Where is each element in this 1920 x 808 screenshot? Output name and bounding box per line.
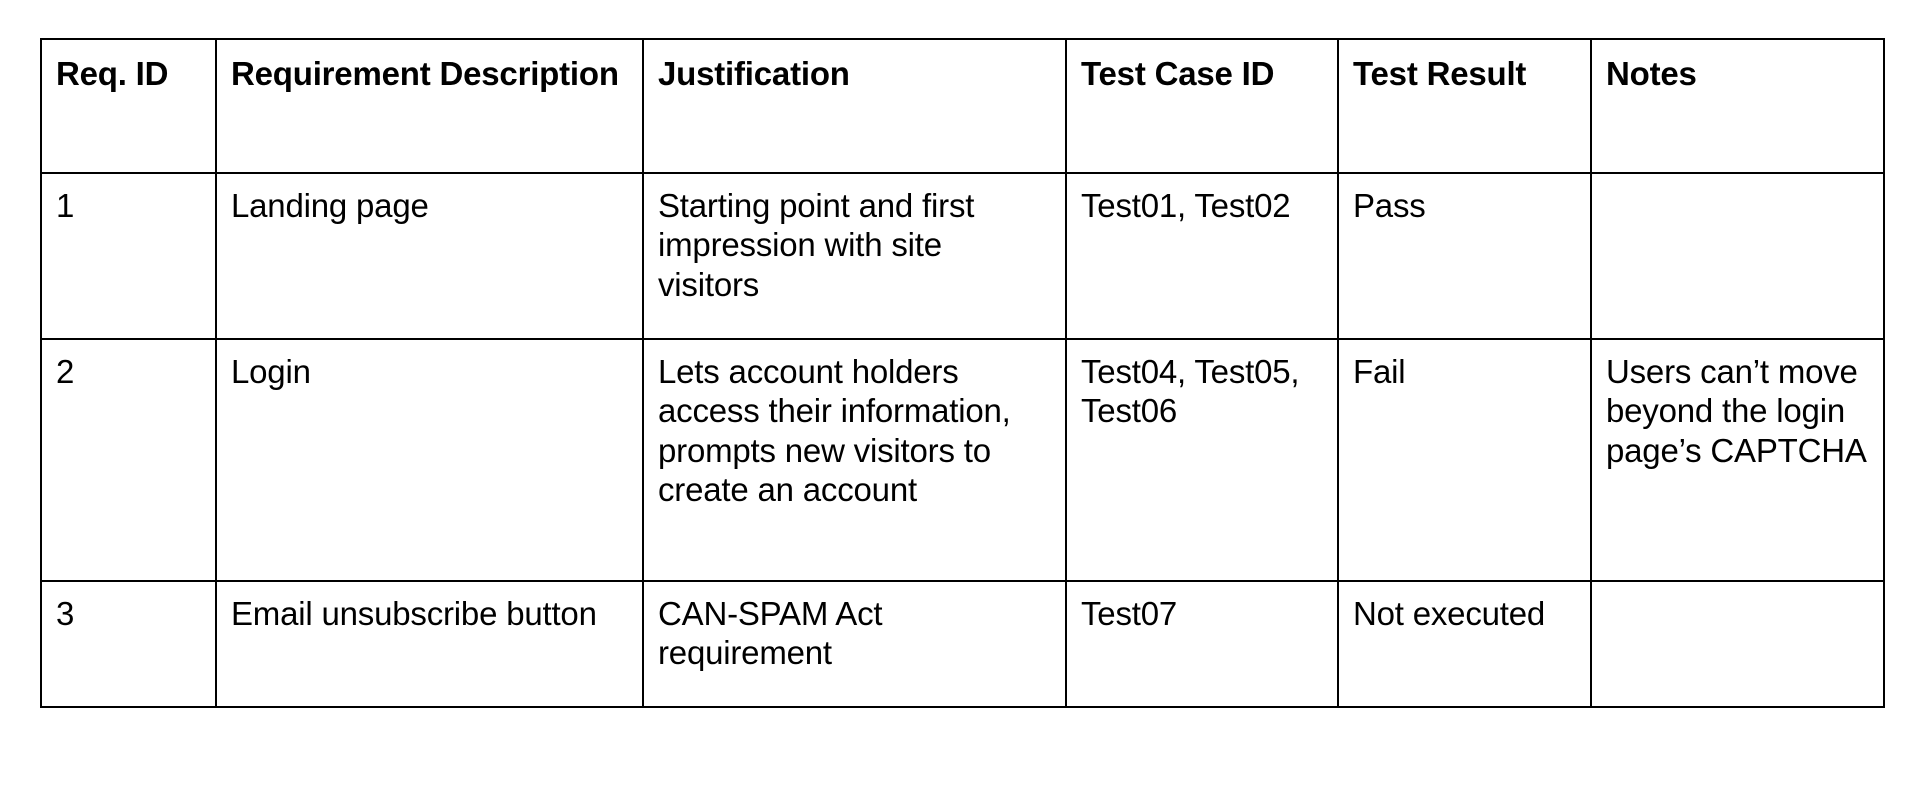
cell-req-id: 1	[40, 172, 217, 340]
cell-requirement-description: Landing page	[215, 172, 644, 340]
cell-test-case-id-value: Test04, Test05, Test06	[1081, 353, 1300, 430]
cell-justification: Lets account holders access their inform…	[642, 338, 1067, 582]
cell-test-result: Not executed	[1337, 580, 1592, 708]
cell-justification: Starting point and first impression with…	[642, 172, 1067, 340]
cell-notes: Users can’t move beyond the login page’s…	[1590, 338, 1885, 582]
cell-test-case-id: Test07	[1065, 580, 1339, 708]
column-header-test-result: Test Result	[1337, 38, 1592, 174]
cell-req-id-value: 3	[56, 595, 75, 632]
column-header-notes-label: Notes	[1606, 55, 1697, 92]
table-body: 1 Landing page Starting point and first …	[40, 172, 1885, 708]
column-header-test-case-id: Test Case ID	[1065, 38, 1339, 174]
column-header-requirement-description-label: Requirement Description	[231, 55, 619, 92]
cell-requirement-description-value: Login	[231, 353, 311, 390]
cell-req-id-value: 1	[56, 187, 75, 224]
column-header-test-result-label: Test Result	[1353, 55, 1527, 92]
cell-req-id: 2	[40, 338, 217, 582]
column-header-req-id: Req. ID	[40, 38, 217, 174]
cell-justification: CAN-SPAM Act requirement	[642, 580, 1067, 708]
table-header: Req. ID Requirement Description Justific…	[40, 38, 1885, 174]
requirements-table-container: Req. ID Requirement Description Justific…	[40, 38, 1885, 708]
table-header-row: Req. ID Requirement Description Justific…	[40, 38, 1885, 174]
cell-test-result-value: Fail	[1353, 353, 1406, 390]
requirements-traceability-table: Req. ID Requirement Description Justific…	[40, 38, 1885, 708]
column-header-notes: Notes	[1590, 38, 1885, 174]
cell-notes-value: Users can’t move beyond the login page’s…	[1606, 353, 1867, 469]
cell-notes	[1590, 172, 1885, 340]
cell-test-case-id-value: Test07	[1081, 595, 1178, 632]
cell-req-id-value: 2	[56, 353, 75, 390]
cell-test-result: Fail	[1337, 338, 1592, 582]
table-row: 3 Email unsubscribe button CAN-SPAM Act …	[40, 580, 1885, 708]
cell-test-case-id: Test01, Test02	[1065, 172, 1339, 340]
column-header-justification-label: Justification	[658, 55, 850, 92]
cell-test-result-value: Pass	[1353, 187, 1426, 224]
column-header-justification: Justification	[642, 38, 1067, 174]
column-header-requirement-description: Requirement Description	[215, 38, 644, 174]
cell-requirement-description-value: Landing page	[231, 187, 429, 224]
cell-test-case-id: Test04, Test05, Test06	[1065, 338, 1339, 582]
cell-justification-value: Starting point and first impression with…	[658, 187, 975, 303]
column-header-test-case-id-label: Test Case ID	[1081, 55, 1275, 92]
table-row: 2 Login Lets account holders access thei…	[40, 338, 1885, 582]
cell-requirement-description: Email unsubscribe button	[215, 580, 644, 708]
cell-test-result-value: Not executed	[1353, 595, 1546, 632]
cell-requirement-description-value: Email unsubscribe button	[231, 595, 597, 632]
cell-test-case-id-value: Test01, Test02	[1081, 187, 1291, 224]
cell-notes-value	[1606, 594, 1869, 595]
table-row: 1 Landing page Starting point and first …	[40, 172, 1885, 340]
cell-notes	[1590, 580, 1885, 708]
column-header-req-id-label: Req. ID	[56, 55, 169, 92]
cell-notes-value	[1606, 186, 1869, 187]
cell-requirement-description: Login	[215, 338, 644, 582]
cell-justification-value: CAN-SPAM Act requirement	[658, 595, 883, 672]
cell-req-id: 3	[40, 580, 217, 708]
cell-justification-value: Lets account holders access their inform…	[658, 353, 1011, 508]
cell-test-result: Pass	[1337, 172, 1592, 340]
